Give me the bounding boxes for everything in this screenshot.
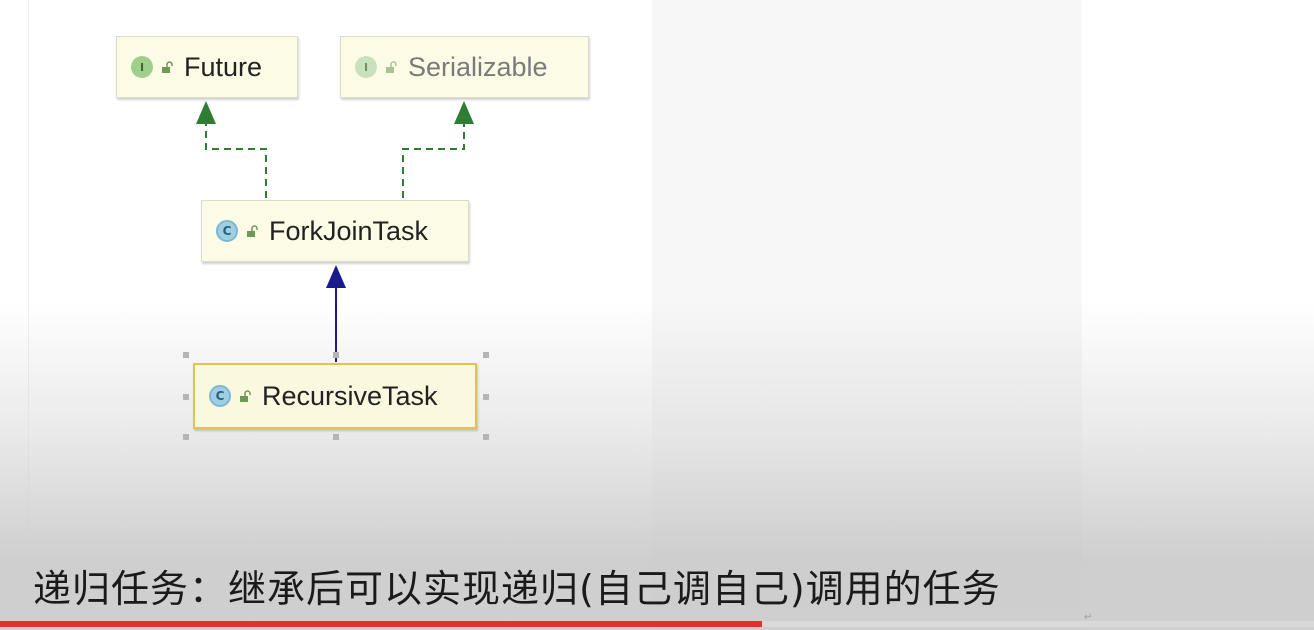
resize-handle[interactable]: [333, 352, 339, 358]
node-future[interactable]: I Future: [116, 36, 298, 98]
class-icon: C: [209, 385, 231, 407]
video-progress-played: [0, 621, 762, 627]
node-label: Serializable: [408, 51, 548, 82]
edge-forkjointask-implements-future: [205, 124, 267, 198]
paragraph-mark-icon: ↵: [1084, 612, 1093, 623]
resize-handle[interactable]: [483, 352, 489, 358]
resize-handle[interactable]: [483, 394, 489, 400]
resize-handle[interactable]: [333, 434, 339, 440]
edge-arrowhead-forkjointask: [326, 265, 346, 288]
unlocked-icon: [386, 60, 397, 73]
class-icon: C: [216, 220, 238, 242]
edge-forkjointask-implements-serializable: [402, 124, 465, 198]
resize-handle[interactable]: [483, 434, 489, 440]
resize-handle[interactable]: [183, 394, 189, 400]
node-recursivetask[interactable]: C RecursiveTask: [193, 363, 477, 429]
interface-icon: I: [355, 56, 377, 78]
edge-arrowhead-future: [196, 101, 216, 124]
node-label: Future: [184, 51, 263, 82]
node-label: RecursiveTask: [262, 380, 438, 411]
node-serializable[interactable]: I Serializable: [340, 36, 589, 98]
resize-handle[interactable]: [183, 434, 189, 440]
video-progress-bar[interactable]: [0, 621, 1314, 627]
interface-icon: I: [131, 56, 153, 78]
node-forkjointask[interactable]: C ForkJoinTask: [201, 200, 469, 262]
resize-handle[interactable]: [183, 352, 189, 358]
edge-arrowhead-serializable: [454, 101, 474, 124]
subtitle-caption: 递归任务：继承后可以实现递归(自己调自己)调用的任务: [33, 567, 1001, 611]
unlocked-icon: [162, 60, 173, 73]
unlocked-icon: [240, 389, 251, 402]
unlocked-icon: [247, 224, 258, 237]
node-label: ForkJoinTask: [269, 215, 429, 246]
